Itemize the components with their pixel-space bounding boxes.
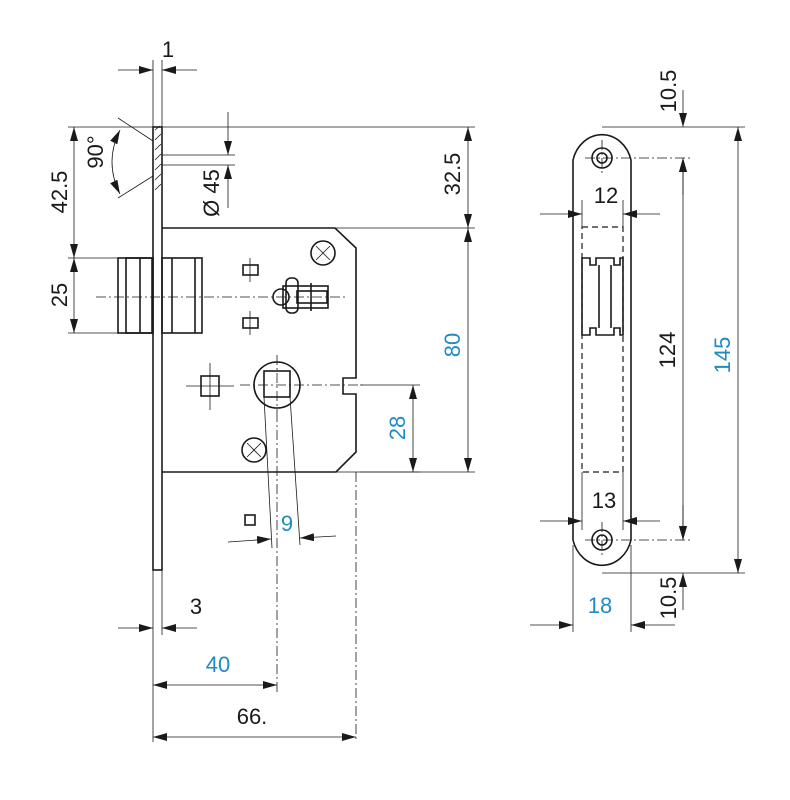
strike-hole-bottom xyxy=(585,522,690,558)
dim-case-height-label: 80 xyxy=(440,333,465,357)
dim-plate-depth-label: 3 xyxy=(190,594,202,619)
bevel-hatch xyxy=(154,125,162,191)
dim-plate-width: 18 xyxy=(530,545,675,632)
dim-bevel-diameter: Ø 45 xyxy=(162,112,235,217)
dim-bottom-hole: 10.5 xyxy=(656,505,687,620)
dim-backset-label: 40 xyxy=(206,652,230,677)
dim-bottom-width: 13 xyxy=(540,472,660,530)
small-square xyxy=(244,514,256,526)
dim-top-width-label: 12 xyxy=(594,183,618,208)
dim-bevel-angle: 90° xyxy=(83,117,154,199)
dim-bevel-angle-label: 90° xyxy=(83,135,108,168)
dim-hole-spacing: 124 xyxy=(655,158,687,540)
dim-faceplate-thickness: 1 xyxy=(118,37,197,127)
dim-top-hole-label: 10.5 xyxy=(656,70,681,113)
dim-plate-width-label: 18 xyxy=(588,593,612,618)
case-slot xyxy=(186,363,234,410)
dim-hole-spacing-label: 124 xyxy=(655,332,680,369)
dim-plate-depth: 3 xyxy=(118,570,202,635)
screw-top xyxy=(310,240,336,266)
dim-latch-height: 25 xyxy=(47,258,118,334)
dim-length: 145 xyxy=(602,127,745,574)
dim-top-hole: 10.5 xyxy=(602,70,745,195)
dim-backset: 40 xyxy=(152,412,278,742)
latch-follower xyxy=(272,277,329,314)
screw-bottom xyxy=(241,437,267,463)
dim-top-to-latch-label: 42.5 xyxy=(47,171,72,214)
dim-top-to-latch: 42.5 xyxy=(47,126,153,259)
dim-overall-depth: 66. xyxy=(153,472,357,742)
dim-spindle-to-bottom-label: 28 xyxy=(385,416,410,440)
strike-plate-profile xyxy=(581,257,624,336)
dim-top-to-case-label: 32.5 xyxy=(440,153,465,196)
dim-overall-depth-label: 66. xyxy=(237,704,268,729)
dim-latch-height-label: 25 xyxy=(47,283,72,307)
dim-bottom-width-label: 13 xyxy=(592,488,616,513)
follower-slots xyxy=(242,258,259,335)
lock-body-view: 1 90° 42.5 25 Ø 45 xyxy=(47,37,475,742)
dim-spindle-square-label: 9 xyxy=(281,511,293,536)
strike-plate-view: 10.5 12 124 145 13 xyxy=(530,70,745,632)
dim-bottom-hole-label: 10.5 xyxy=(656,577,681,620)
spindle-hub xyxy=(240,355,365,412)
latch-bolt xyxy=(117,257,203,334)
dim-bevel-diameter-label: Ø 45 xyxy=(199,169,224,217)
dim-top-to-case: 32.5 xyxy=(162,126,475,229)
dim-top-width: 12 xyxy=(540,183,660,227)
dim-length-label: 145 xyxy=(710,337,735,374)
strike-plate-cutout xyxy=(581,226,624,473)
dim-spindle-square: 9 xyxy=(227,396,337,549)
strike-hole-top xyxy=(585,140,690,176)
lock-case xyxy=(162,227,357,473)
face-plate xyxy=(152,126,163,571)
dim-spindle-to-bottom: 28 xyxy=(360,384,420,473)
dim-faceplate-thickness-label: 1 xyxy=(162,37,174,62)
